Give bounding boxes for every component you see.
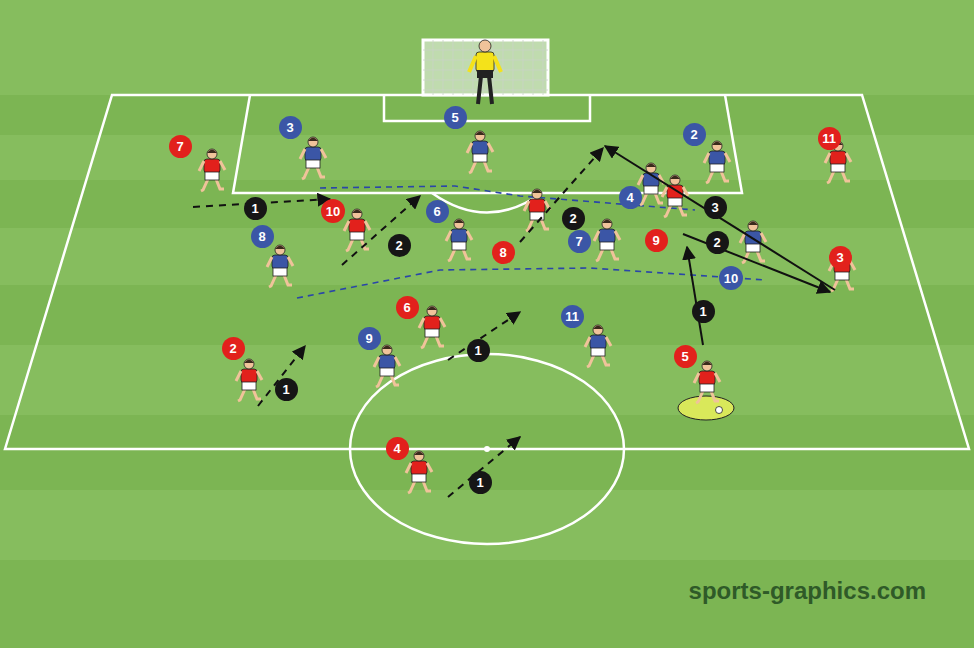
sequence-number: 2 <box>562 207 585 230</box>
player-number: 10 <box>719 266 743 290</box>
number-text: 1 <box>474 344 481 357</box>
number-text: 7 <box>176 140 183 153</box>
player-number: 8 <box>492 241 515 264</box>
player-number: 11 <box>818 127 841 150</box>
sequence-number: 2 <box>388 234 411 257</box>
number-text: 2 <box>569 212 576 225</box>
number-text: 9 <box>365 332 372 345</box>
player-number: 3 <box>279 116 302 139</box>
player-number: 7 <box>568 230 591 253</box>
player-number: 5 <box>444 106 467 129</box>
number-text: 8 <box>258 230 265 243</box>
number-text: 4 <box>393 442 400 455</box>
sequence-number: 1 <box>244 197 267 220</box>
player-number: 9 <box>645 229 668 252</box>
player-number: 7 <box>169 135 192 158</box>
number-text: 2 <box>229 342 236 355</box>
sequence-number: 1 <box>275 378 298 401</box>
number-text: 1 <box>251 202 258 215</box>
sequence-number: 3 <box>704 196 727 219</box>
players <box>199 131 855 493</box>
sequence-number: 2 <box>706 231 729 254</box>
player-number: 8 <box>251 225 274 248</box>
player-number: 4 <box>386 437 409 460</box>
player-number: 5 <box>674 345 697 368</box>
number-text: 3 <box>836 251 843 264</box>
player-number: 2 <box>683 123 706 146</box>
number-text: 6 <box>403 301 410 314</box>
number-text: 1 <box>699 305 706 318</box>
number-text: 10 <box>326 205 340 218</box>
pitch-lines <box>5 95 969 544</box>
player-number: 6 <box>396 296 419 319</box>
number-text: 3 <box>286 121 293 134</box>
player-number: 10 <box>321 199 345 223</box>
number-text: 10 <box>724 272 738 285</box>
number-text: 1 <box>476 476 483 489</box>
number-text: 9 <box>652 234 659 247</box>
number-text: 2 <box>690 128 697 141</box>
number-text: 5 <box>681 350 688 363</box>
sequence-number: 1 <box>469 471 492 494</box>
movement-arrows <box>193 146 835 497</box>
number-text: 6 <box>433 205 440 218</box>
goalkeeper <box>469 40 501 104</box>
number-text: 5 <box>451 111 458 124</box>
number-text: 11 <box>565 310 579 323</box>
watermark: sports-graphics.com <box>689 577 926 605</box>
player-number: 6 <box>426 200 449 223</box>
number-text: 8 <box>499 246 506 259</box>
player-number: 9 <box>358 327 381 350</box>
number-text: 1 <box>282 383 289 396</box>
player-number: 4 <box>619 186 642 209</box>
player-number: 3 <box>829 246 852 269</box>
goal <box>423 40 548 95</box>
ball-zone <box>678 396 734 420</box>
number-text: 2 <box>713 236 720 249</box>
number-text: 4 <box>626 191 633 204</box>
number-text: 7 <box>575 235 582 248</box>
sequence-number: 1 <box>467 339 490 362</box>
centre-spot <box>484 446 490 452</box>
sequence-number: 1 <box>692 300 715 323</box>
number-text: 11 <box>822 132 836 145</box>
number-text: 2 <box>395 239 402 252</box>
number-text: 3 <box>711 201 718 214</box>
player-number: 2 <box>222 337 245 360</box>
player-number: 11 <box>561 305 584 328</box>
